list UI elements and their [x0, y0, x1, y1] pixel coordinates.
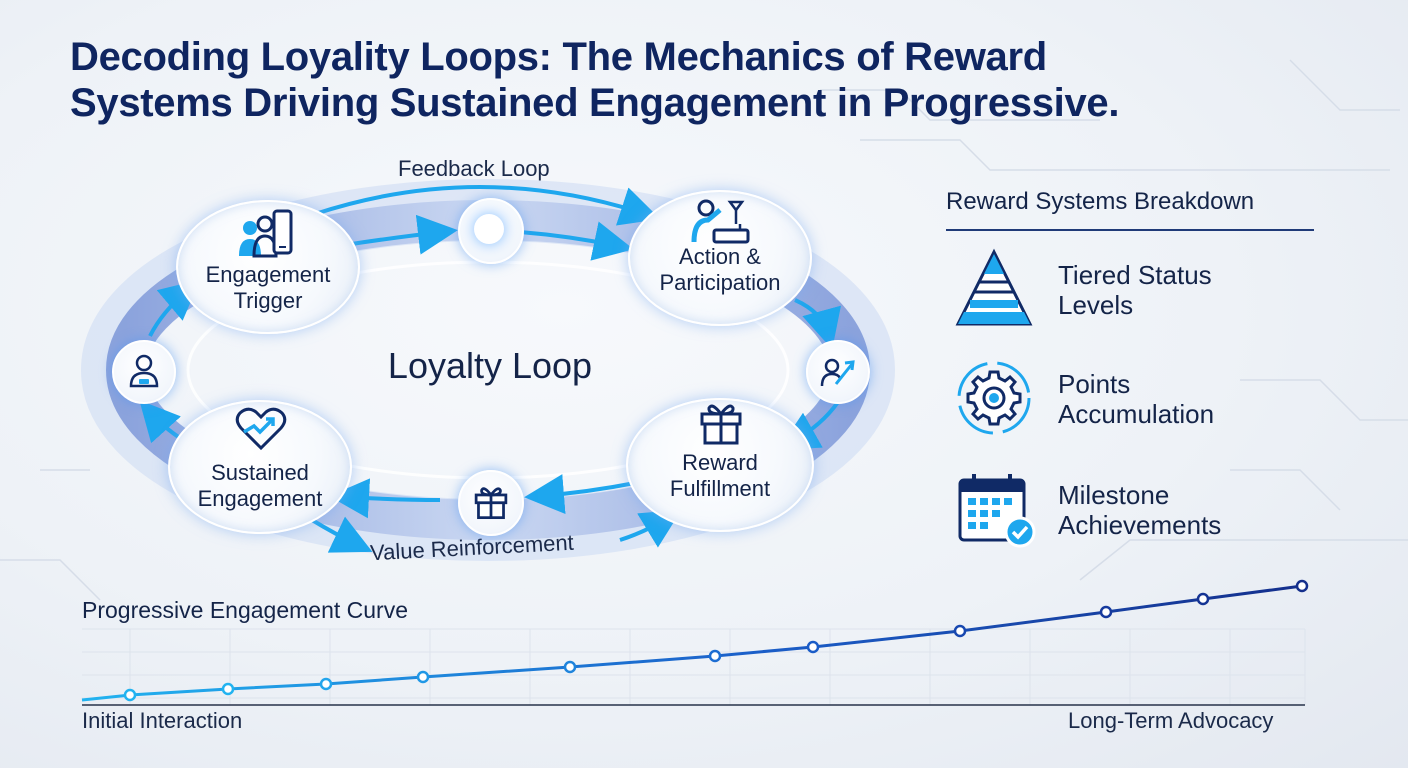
- curve-point: [563, 660, 577, 674]
- gift-icon: [474, 487, 508, 520]
- curve-point: [1196, 592, 1210, 606]
- panel-divider: [946, 229, 1314, 231]
- curve-point: [416, 670, 430, 684]
- curve-start-label: Initial Interaction: [82, 708, 243, 733]
- user-phone-icon: [239, 209, 293, 258]
- action-participation-line2: Participation: [659, 270, 781, 295]
- node-sustained-engagement: Sustained Engagement: [168, 400, 352, 534]
- curve-point: [806, 640, 820, 654]
- reward-fulfillment-line2: Fulfillment: [669, 476, 771, 501]
- reward-fulfillment-line1: Reward: [682, 450, 758, 475]
- circuit-decoration: [0, 59, 1408, 601]
- user-badge-icon: [129, 354, 159, 388]
- loyalty-loop-center-label: Loyalty Loop: [387, 345, 593, 386]
- gift-icon: [700, 404, 742, 445]
- user-growth-icon: [820, 358, 855, 387]
- calendar-check-icon: [958, 474, 1036, 548]
- loop-arrows: [139, 185, 841, 553]
- page-title: Decoding Loyality Loops: The Mechanics o…: [70, 35, 1120, 125]
- curve-point: [221, 682, 235, 696]
- gear-cycle-icon: [957, 361, 1031, 435]
- node-reward-fulfillment: Reward Fulfillment: [626, 398, 814, 532]
- user-growth-node: [806, 340, 870, 404]
- sustained-engagement-line1: Sustained: [211, 460, 309, 485]
- curve-point: [1295, 579, 1309, 593]
- node-action-participation: Action & Participation: [628, 190, 812, 326]
- panel-heading: Reward Systems Breakdown: [946, 188, 1255, 215]
- curve-point: [123, 688, 137, 702]
- curve-point: [1099, 605, 1113, 619]
- user-badge-node: [112, 340, 176, 404]
- heart-trend-icon: [235, 407, 287, 451]
- node-engagement-trigger: Engagement Trigger: [176, 200, 360, 334]
- curve-grid: [82, 628, 1306, 705]
- engagement-curve-title: Progressive Engagement Curve: [82, 597, 408, 623]
- feedback-loop-label: Feedback Loop: [398, 156, 550, 181]
- curve-point: [708, 649, 722, 663]
- gift-mini-node: [458, 470, 524, 536]
- engagement-trigger-line2: Trigger: [233, 288, 303, 313]
- action-participation-line1: Action &: [679, 244, 761, 269]
- glow-orb: [458, 198, 524, 264]
- engagement-curve-line: [81, 584, 1303, 702]
- sustained-engagement-line2: Engagement: [197, 486, 323, 511]
- curve-point: [319, 677, 333, 691]
- engagement-trigger-line1: Engagement: [205, 262, 331, 287]
- pyramid-icon: [955, 248, 1033, 326]
- curve-point: [953, 624, 967, 638]
- presenter-icon: [691, 199, 750, 244]
- curve-end-label: Long-Term Advocacy: [1068, 708, 1274, 733]
